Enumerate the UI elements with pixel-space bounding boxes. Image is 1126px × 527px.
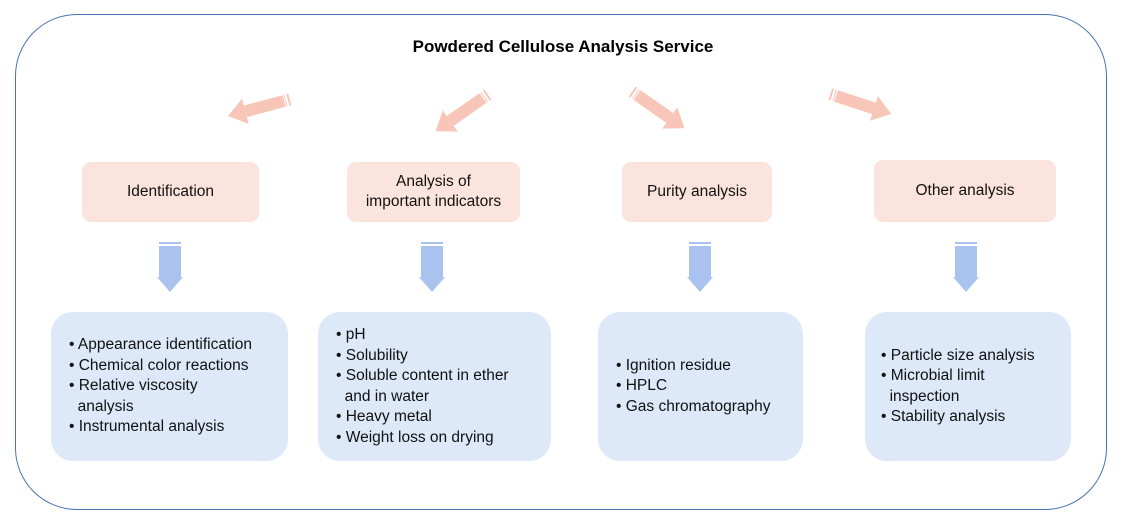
down-arrow-icon: [687, 242, 713, 292]
detail-item: • Ignition residue: [616, 356, 731, 374]
detail-item: and in water: [336, 387, 430, 405]
detail-item: • HPLC: [616, 377, 668, 395]
detail-item: • Gas chromatography: [616, 397, 771, 415]
detail-item: • Particle size analysis: [881, 346, 1035, 364]
detail-item: • Soluble content in ether: [336, 367, 509, 384]
category-important-indicators: Analysis of important indicators: [347, 162, 520, 222]
category-purity-analysis: Purity analysis: [622, 162, 772, 222]
diagram-title: Powdered Cellulose Analysis Service: [412, 37, 714, 56]
identification-details: • Appearance identification • Chemical c…: [51, 312, 288, 461]
other-details: • Particle size analysis • Microbial lim…: [865, 312, 1071, 461]
outer-frame: [15, 14, 1107, 510]
down-arrow-icon: [419, 242, 445, 292]
detail-item: • pH: [336, 326, 366, 343]
detail-item: • Weight loss on drying: [336, 428, 494, 446]
detail-item: • Chemical color reactions: [69, 356, 249, 374]
detail-item: • Solubility: [336, 346, 408, 364]
arrow-to-other-icon: [826, 81, 896, 127]
down-arrow-icon: [157, 242, 183, 292]
purity-details: • Ignition residue • HPLC • Gas chromato…: [598, 312, 803, 461]
detail-item: • Microbial limit: [881, 367, 985, 384]
detail-item: • Heavy metal: [336, 408, 432, 425]
arrow-to-indicators-icon: [428, 83, 496, 142]
detail-item: • Instrumental analysis: [69, 418, 225, 436]
arrow-to-identification-icon: [224, 86, 294, 129]
detail-item: • Appearance identification: [69, 336, 252, 354]
category-identification: Identification: [82, 162, 259, 222]
detail-item: • Stability analysis: [881, 408, 1006, 425]
indicators-details: • pH • Solubility • Soluble content in e…: [318, 312, 551, 461]
detail-item: inspection: [881, 387, 960, 405]
category-other-analysis: Other analysis: [874, 160, 1056, 222]
arrow-to-purity-icon: [624, 80, 692, 139]
detail-item: analysis: [69, 397, 134, 415]
detail-item: • Relative viscosity: [69, 377, 198, 395]
down-arrow-icon: [953, 242, 979, 292]
